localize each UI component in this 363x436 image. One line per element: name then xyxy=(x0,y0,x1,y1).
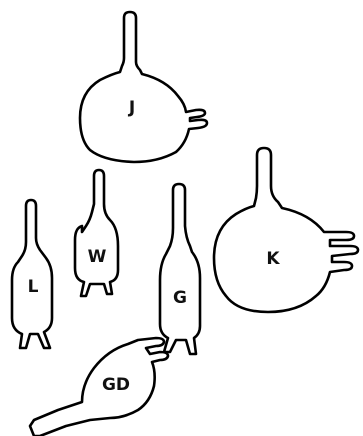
shape-j-label: J xyxy=(128,98,135,118)
shape-w-label: W xyxy=(88,247,107,267)
shape-j-outline xyxy=(78,10,209,164)
shape-g: G xyxy=(158,182,202,356)
shape-l-outline xyxy=(10,198,54,350)
shape-k-label: K xyxy=(266,249,280,269)
shape-j: J xyxy=(78,10,209,164)
shape-w: W xyxy=(73,168,120,298)
shape-g-outline xyxy=(158,182,202,356)
shape-l: L xyxy=(10,198,54,350)
shape-gd-label: GD xyxy=(102,375,130,395)
shape-k-outline xyxy=(212,146,360,314)
shape-gd: GD xyxy=(28,336,170,436)
shape-l-label: L xyxy=(28,277,39,297)
shape-g-label: G xyxy=(173,288,187,308)
shape-k: K xyxy=(212,146,360,314)
shape-gd-outline xyxy=(28,336,170,436)
shape-w-outline xyxy=(73,168,120,298)
